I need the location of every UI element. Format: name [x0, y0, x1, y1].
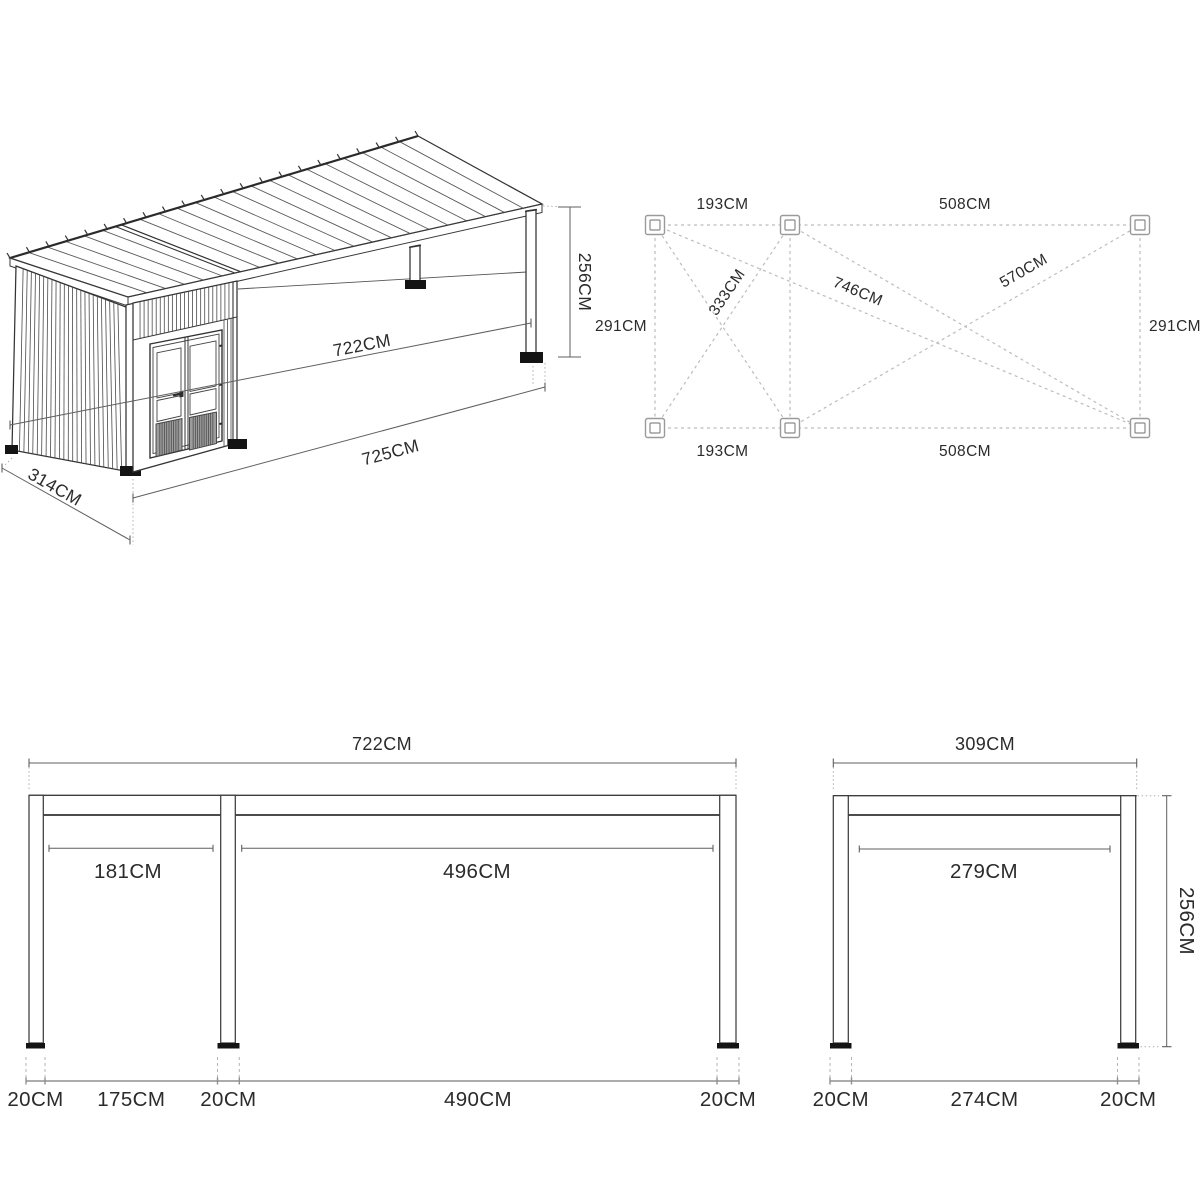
diag-tm-bl	[654, 224, 791, 429]
front-header-slats	[139, 282, 230, 339]
post-marker	[779, 417, 801, 439]
front-left-post	[28, 794, 44, 1044]
pergola-post-foot	[520, 352, 543, 363]
plan-top-right-bay-label: 508CM	[939, 196, 991, 213]
front-overall-width-label: 722CM	[352, 734, 412, 754]
left-wall-slats	[19, 269, 122, 470]
front-bottom-label: 490CM	[444, 1088, 512, 1111]
louvre-pivot-hooks	[6, 130, 419, 259]
plan-posts	[644, 214, 1151, 439]
side-height-label: 256CM	[1175, 887, 1198, 955]
rear-rail-line	[237, 271, 528, 290]
door-hinge	[219, 383, 223, 386]
plan-view: 193CM 508CM 193CM 508CM 291CM 291CM 333C…	[595, 196, 1200, 460]
diag-tl-br	[654, 224, 1141, 429]
rear-right-post	[409, 244, 421, 286]
door-glass-pane	[189, 340, 217, 393]
front-bottom-label: 20CM	[7, 1088, 63, 1111]
roof-section-divider	[115, 225, 235, 274]
side-bottom-label: 274CM	[950, 1088, 1018, 1111]
post-marker	[644, 417, 666, 439]
front-foot	[26, 1043, 45, 1049]
post-marker	[1129, 417, 1151, 439]
dim-line-722	[9, 322, 532, 426]
front-left-foot	[120, 466, 141, 476]
door-hinge	[219, 422, 223, 425]
plan-diag-large-label: 570CM	[997, 251, 1051, 292]
rear-right-foot	[405, 280, 426, 289]
door-glass-pane	[156, 347, 182, 399]
front-right-pergola-post	[525, 208, 537, 358]
door-hinge	[219, 344, 223, 347]
post-marker	[644, 214, 666, 236]
front-elevation: 722CM 181CM 496CM	[7, 734, 756, 1111]
side-overall-width-label: 309CM	[955, 734, 1015, 754]
side-left-post	[832, 795, 849, 1044]
door-glass-pane	[189, 387, 217, 416]
side-foot	[830, 1043, 852, 1049]
side-bottom-label: 20CM	[1100, 1088, 1156, 1111]
front-middle-post	[220, 794, 236, 1044]
plan-top-left-bay-label: 193CM	[697, 196, 749, 213]
side-bottom-dims: 20CM 274CM 20CM	[813, 1057, 1156, 1111]
plan-right-side-label: 291CM	[1149, 318, 1200, 335]
side-right-post	[1120, 795, 1137, 1044]
front-right-post	[719, 794, 737, 1044]
front-foot	[217, 1043, 240, 1049]
iso-depth-label: 314CM	[25, 464, 86, 510]
diag-tl-bm	[654, 224, 791, 429]
front-right-bay-label: 496CM	[443, 860, 511, 883]
plan-left-side-label: 291CM	[595, 318, 647, 335]
post-marker	[1129, 214, 1151, 236]
diag-bm-tr	[789, 224, 1141, 429]
roof-ridge	[9, 134, 419, 260]
door-glass-pane	[156, 394, 182, 423]
plan-diag-small-label: 333CM	[706, 266, 749, 319]
dim-line-314	[1, 467, 131, 541]
side-elevation: 309CM 279CM 256CM 2	[813, 734, 1198, 1111]
plan-bottom-right-bay-label: 508CM	[939, 443, 991, 460]
front-bottom-label: 20CM	[700, 1088, 756, 1111]
front-bottom-label: 175CM	[97, 1088, 165, 1111]
iso-height-label: 256CM	[575, 253, 595, 311]
post-marker	[779, 214, 801, 236]
side-inner-width-label: 279CM	[950, 860, 1018, 883]
dim-line-725	[132, 386, 546, 499]
front-left-bay-label: 181CM	[94, 860, 162, 883]
isometric-view: 722CM 725CM 314CM 256CM	[1, 130, 595, 545]
front-foot	[717, 1043, 739, 1049]
side-foot	[1117, 1043, 1139, 1049]
plan-bottom-left-bay-label: 193CM	[697, 443, 749, 460]
side-bottom-label: 20CM	[813, 1088, 869, 1111]
door-slat-panel	[189, 411, 217, 451]
wall-back-foot	[5, 445, 18, 454]
front-bottom-dims: 20CM 175CM 20CM 490CM 20CM	[7, 1057, 756, 1111]
double-door	[149, 329, 223, 459]
plan-diag-full-label: 746CM	[830, 274, 885, 310]
roof-louvre-slats	[28, 141, 524, 294]
iso-width-outer-label: 725CM	[360, 435, 422, 469]
front-right-foot	[228, 439, 247, 449]
front-bottom-label: 20CM	[200, 1088, 256, 1111]
